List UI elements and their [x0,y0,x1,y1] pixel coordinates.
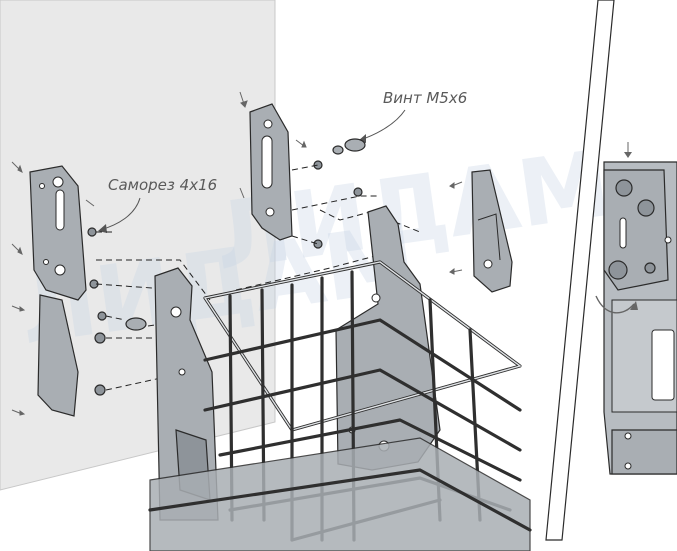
leader-screw-m5 [359,109,406,141]
label-self-tapping-screw: Саморез 4х16 [108,176,217,194]
detail-view [545,0,677,541]
leader-arrowhead-self [98,224,107,233]
screws-left [87,227,147,396]
right-cover-plate [471,169,513,293]
detail-wall-edge [545,0,615,541]
wire-basket [148,260,532,551]
rotation-arrowhead [630,301,638,310]
center-wall-bracket [249,103,293,241]
direction-arrows [11,91,463,416]
left-cover-plate [37,294,79,417]
detail-screw-2 [637,199,655,217]
detail-screw-1 [615,179,633,197]
detail-screw-3 [608,260,628,280]
label-screw-m5: Винт М5х6 [383,89,467,107]
detail-screw-4 [644,262,656,274]
rotation-arrow-icon [595,295,635,314]
left-wall-bracket [29,165,87,301]
screws-center [313,138,366,249]
